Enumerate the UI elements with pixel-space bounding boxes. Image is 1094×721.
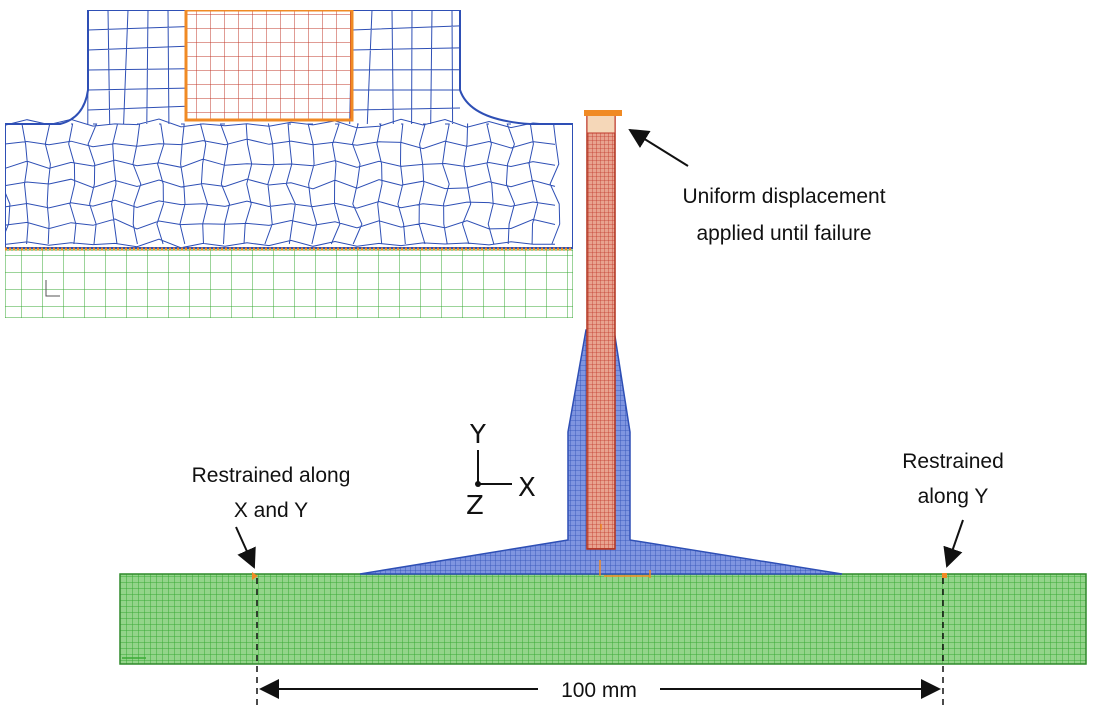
left-support-label-line1: Restrained along: [192, 464, 351, 487]
right-support-label-line2: along Y: [918, 485, 989, 508]
right-support-arrow: [943, 519, 964, 568]
inset-base-plate-mesh: [5, 249, 573, 318]
axis-x-label: X: [518, 473, 536, 503]
load-arrow: [628, 128, 689, 167]
left-support-node: [252, 572, 258, 580]
inset-mini-axis: [45, 280, 60, 297]
inset-weld-grid-lines: [5, 10, 561, 249]
load-nodes: [584, 110, 622, 116]
inset-weld-grid: [5, 10, 561, 249]
left-support-label-line2: X and Y: [234, 499, 308, 522]
base-plate-mesh: [119, 573, 1087, 665]
inset-stiffener-mesh: [184, 10, 354, 122]
axis-z-label: Z: [466, 491, 484, 521]
stiffener-mesh: [586, 112, 616, 550]
right-support-label-line1: Restrained: [902, 450, 1004, 473]
coordinate-triad: Y X Z: [466, 420, 536, 521]
load-label-line2: applied until failure: [696, 222, 871, 245]
load-label-line1: Uniform displacement: [682, 185, 885, 208]
inset-mesh-detail: [5, 10, 573, 318]
dimension-label: 100 mm: [561, 679, 637, 702]
left-support-arrow: [235, 526, 256, 569]
right-support-node: [942, 573, 947, 578]
axis-y-label: Y: [469, 420, 486, 450]
root-node-markers: [599, 524, 651, 578]
